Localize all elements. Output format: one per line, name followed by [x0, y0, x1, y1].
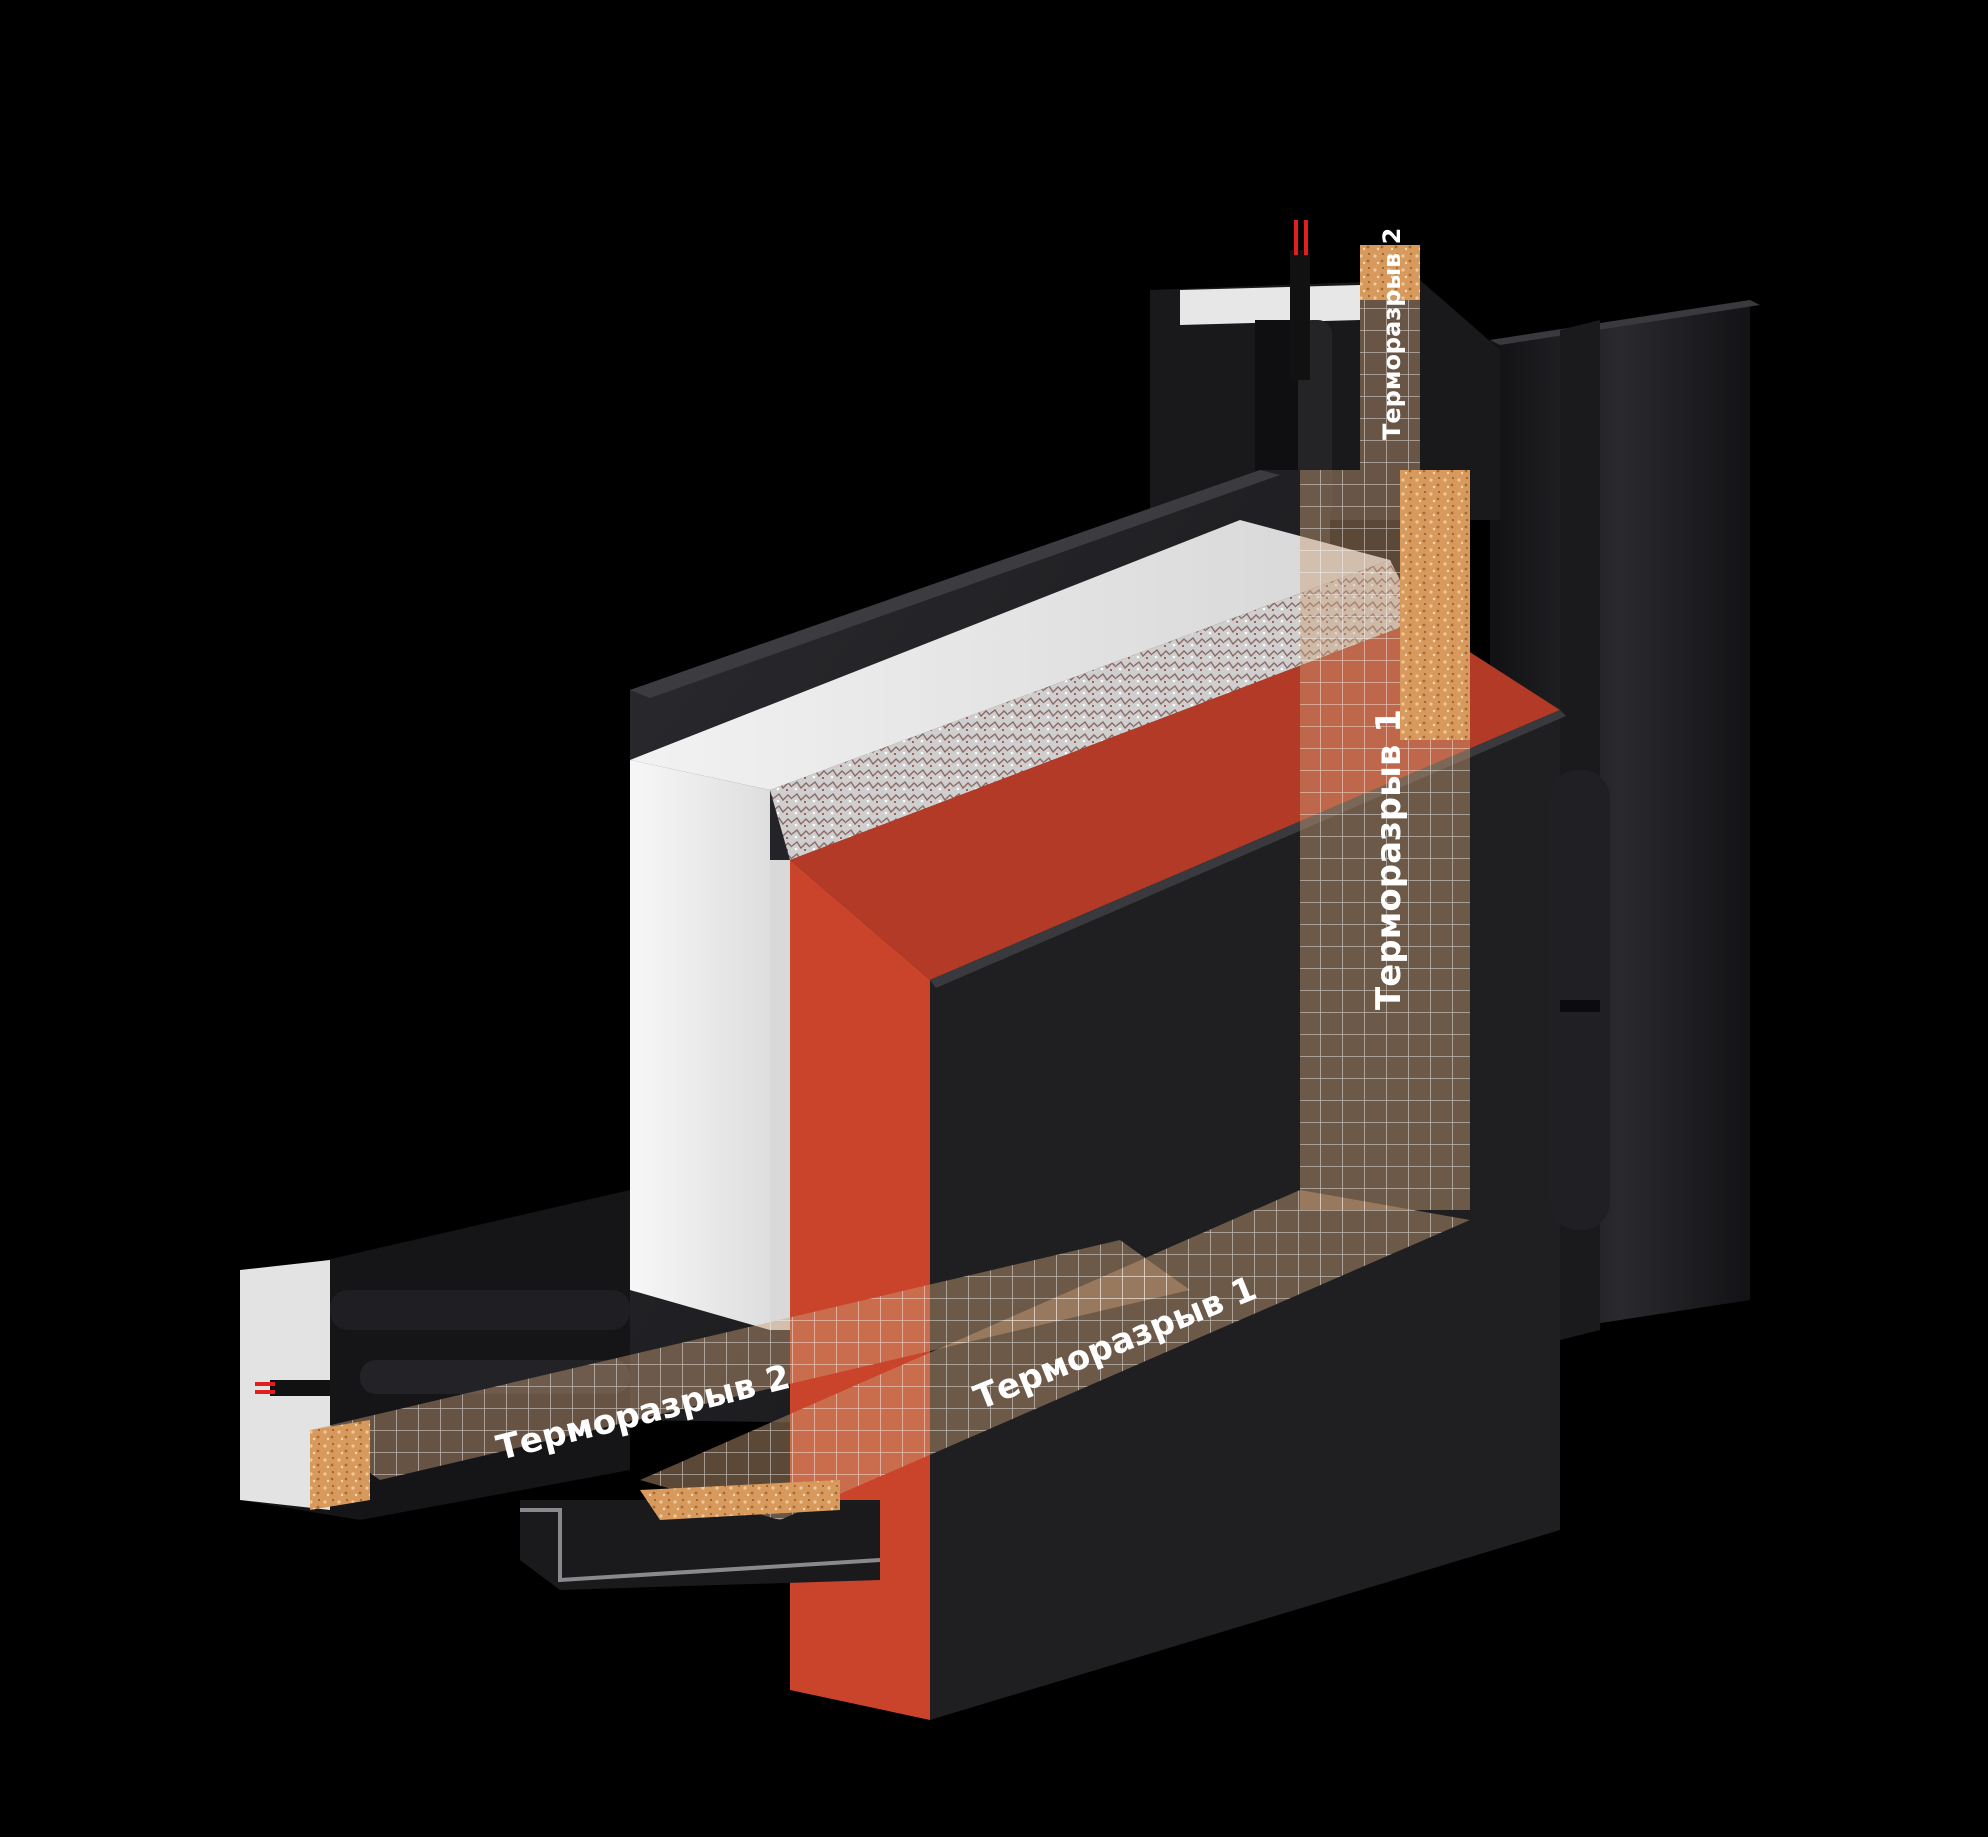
thermal-break-1-vertical-label: Терморазрыв 1: [1369, 709, 1409, 1010]
cable-bottom: [255, 1380, 330, 1396]
thermal-break-2-vertical-label: Терморазрыв 2: [1378, 228, 1406, 440]
foil-insulation-layer: [770, 560, 1420, 1330]
thermal-break-2-horizontal: [310, 1240, 1190, 1510]
hinge: [1550, 770, 1610, 1230]
thermal-break-1-horizontal: [640, 1190, 1470, 1520]
thermal-break-1-vertical: [1300, 470, 1470, 1210]
thermal-break-2-vertical: [1360, 245, 1420, 470]
cable-top: [1290, 220, 1310, 380]
foam-insulation: [630, 520, 1390, 1330]
